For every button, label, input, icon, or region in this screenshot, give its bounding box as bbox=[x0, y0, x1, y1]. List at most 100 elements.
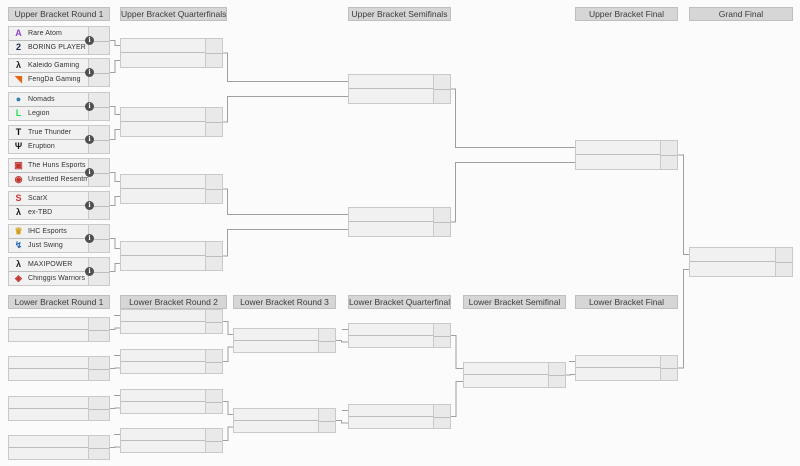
round-header-upper-1: Upper Bracket Round 1 bbox=[8, 7, 110, 21]
scarx-logo: S bbox=[15, 193, 22, 204]
score-column bbox=[548, 363, 565, 387]
team-slot: L Legion bbox=[9, 107, 109, 121]
team-name: True Thunder bbox=[28, 128, 72, 136]
team-slot bbox=[349, 324, 450, 336]
score-column bbox=[318, 329, 335, 352]
connector-line bbox=[223, 229, 348, 257]
team-slot bbox=[690, 248, 792, 262]
team-name: Eruption bbox=[28, 142, 55, 150]
connector-line bbox=[110, 238, 120, 249]
score-column bbox=[205, 39, 222, 67]
team-slot: ●Nomads bbox=[9, 93, 109, 107]
lbr3-match-2 bbox=[233, 408, 336, 433]
nomads-logo: ● bbox=[15, 94, 22, 105]
connector-line bbox=[678, 269, 689, 369]
legion-logo: L bbox=[15, 108, 22, 119]
score-column bbox=[433, 75, 450, 103]
connector-line bbox=[110, 327, 120, 330]
score-column bbox=[205, 350, 222, 373]
round-header-upper-5: Grand Final bbox=[689, 7, 793, 21]
connector-line bbox=[110, 60, 120, 73]
connector-line bbox=[336, 340, 348, 343]
connector-line bbox=[110, 172, 120, 182]
kaleido-gaming-logo: λ bbox=[15, 60, 21, 71]
team-slot: ◈ Chinggis Warriors bbox=[9, 272, 109, 286]
match-info-icon[interactable]: i bbox=[85, 267, 94, 276]
team-slot bbox=[121, 242, 222, 256]
round-header-lower-6: Lower Bracket Final bbox=[575, 295, 678, 309]
round-header-lower-2: Lower Bracket Round 2 bbox=[120, 295, 227, 309]
chinggis-warriors-logo: ◈ bbox=[15, 273, 22, 284]
score-column bbox=[205, 175, 222, 203]
ubr1-match-2: λ Kaleido Gaming ◥ FengDa Gaming i bbox=[8, 58, 110, 87]
score-column bbox=[775, 248, 792, 276]
team-slot: ◉Unsettled Resentment bbox=[9, 173, 109, 187]
lbqf-match-1 bbox=[348, 323, 451, 348]
team-name: FengDa Gaming bbox=[28, 75, 81, 83]
lbr2-match-2 bbox=[120, 349, 223, 374]
lbr2-match-4 bbox=[120, 428, 223, 453]
team-slot: λ ex-TBD bbox=[9, 206, 109, 220]
lbr1-match-1 bbox=[8, 317, 110, 342]
team-name: ex-TBD bbox=[28, 208, 53, 216]
connector-line bbox=[110, 263, 120, 272]
team-name: Legion bbox=[28, 109, 50, 117]
team-slot bbox=[234, 329, 335, 341]
team-slot bbox=[464, 363, 565, 375]
score-column bbox=[88, 436, 109, 459]
team-slot: ◥ FengDa Gaming bbox=[9, 73, 109, 87]
match-info-icon[interactable]: i bbox=[85, 234, 94, 243]
match-info-icon[interactable]: i bbox=[85, 102, 94, 111]
team-slot: ▣ The Huns Esports bbox=[9, 159, 109, 173]
ubsf-match-1 bbox=[348, 74, 451, 104]
team-slot bbox=[576, 141, 677, 155]
team-slot bbox=[121, 310, 222, 322]
team-slot bbox=[9, 357, 109, 369]
connector-line bbox=[451, 335, 463, 369]
team-slot: Ψ Eruption bbox=[9, 140, 109, 154]
connector-line bbox=[223, 188, 348, 215]
score-column bbox=[205, 429, 222, 452]
team-name: ScarX bbox=[28, 194, 48, 202]
eruption-logo: Ψ bbox=[14, 141, 23, 152]
fengda-gaming-logo: ◥ bbox=[15, 74, 22, 85]
connector-line bbox=[336, 420, 348, 424]
team-name: The Huns Esports bbox=[28, 161, 86, 169]
score-column bbox=[205, 390, 222, 413]
team-slot bbox=[349, 75, 450, 89]
match-info-icon[interactable]: i bbox=[85, 135, 94, 144]
team-slot bbox=[349, 208, 450, 222]
team-slot: λ Kaleido Gaming bbox=[9, 59, 109, 73]
score-column bbox=[660, 356, 677, 380]
connector-line bbox=[110, 407, 120, 409]
team-name: Chinggis Warriors bbox=[28, 274, 86, 282]
match-info-icon[interactable]: i bbox=[85, 201, 94, 210]
ex-tbd-logo: λ bbox=[15, 207, 21, 218]
match-info-icon[interactable]: i bbox=[85, 68, 94, 77]
match-info-icon[interactable]: i bbox=[85, 168, 94, 177]
team-slot bbox=[121, 390, 222, 402]
just-swing-logo: ↯ bbox=[14, 240, 23, 251]
huns-esports-logo: ▣ bbox=[14, 160, 23, 171]
score-column bbox=[433, 208, 450, 236]
team-name: Unsettled Resentment bbox=[28, 175, 100, 183]
ubf-match-1 bbox=[575, 140, 678, 170]
round-header-upper-4: Upper Bracket Final bbox=[575, 7, 678, 21]
team-name: MAXIPOWER bbox=[28, 260, 73, 268]
boring-player-logo: 2 bbox=[15, 42, 21, 53]
score-column bbox=[318, 409, 335, 432]
team-name: Kaleido Gaming bbox=[28, 61, 80, 69]
match-info-icon[interactable]: i bbox=[85, 36, 94, 45]
ubqf-match-4 bbox=[120, 241, 223, 271]
score-column bbox=[88, 357, 109, 380]
connector-line bbox=[451, 381, 463, 417]
round-header-upper-3: Upper Bracket Semifinals bbox=[348, 7, 451, 21]
lbr2-match-1 bbox=[120, 309, 223, 334]
team-slot bbox=[121, 350, 222, 362]
ubqf-match-2 bbox=[120, 107, 223, 137]
connector-line bbox=[110, 106, 120, 115]
